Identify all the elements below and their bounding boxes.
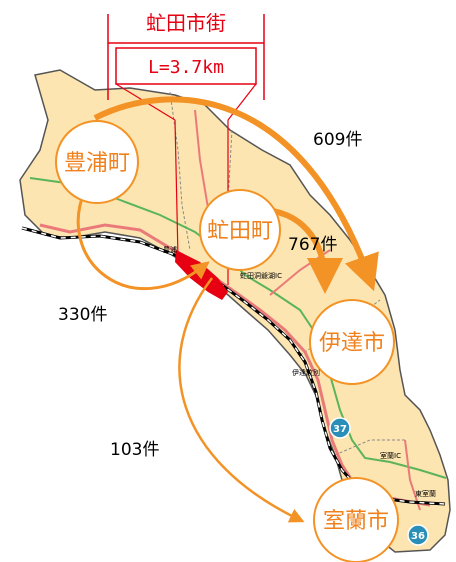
flow-arrow-toyoura-date [93, 96, 379, 292]
city-toyoura-label: 豊浦町 [64, 151, 130, 176]
flow-arrow-abuta-muroran [178, 277, 305, 523]
expressway [29, 177, 447, 479]
city-date-label: 伊達市 [319, 331, 385, 356]
route-37-label: 37 [333, 424, 347, 435]
label-abuta-toyako-ic: 虻田洞爺湖IC [240, 271, 282, 280]
city-date: 伊達市 [309, 299, 395, 385]
label-date-monbetsu: 伊達紋別 [292, 368, 320, 377]
header-connector [174, 119, 179, 259]
city-muroran-label: 室蘭市 [323, 509, 389, 534]
city-abuta-label: 虻田町 [207, 219, 273, 244]
length-box [115, 47, 257, 85]
boundary-line [334, 439, 405, 456]
route-36-label: 36 [411, 531, 425, 542]
city-muroran: 室蘭市 [313, 477, 399, 562]
label-muroran-ic: 室蘭IC [380, 451, 401, 460]
label-higashi-muroran: 東室蘭 [415, 489, 436, 498]
national-road [404, 439, 421, 511]
railway [21, 227, 446, 505]
city-toyoura: 豊浦町 [55, 120, 139, 204]
national-road [194, 109, 211, 221]
route-shield-36: 36 [407, 524, 429, 546]
flow-count-abuta-date: 767件 [288, 235, 337, 255]
flow-arrow-toyoura-abuta [76, 189, 210, 291]
route-shield-37: 37 [329, 417, 351, 439]
header-title: 虻田市街 [146, 11, 226, 35]
flow-count-toyoura-abuta: 330件 [58, 305, 107, 325]
label-toyoura-station: 豊浦 [163, 245, 177, 254]
city-abuta: 虻田町 [199, 189, 281, 271]
flow-count-abuta-muroran: 103件 [110, 440, 159, 460]
header-length: L=3.7km [148, 57, 224, 78]
flow-count-toyoura-date: 609件 [313, 130, 362, 150]
